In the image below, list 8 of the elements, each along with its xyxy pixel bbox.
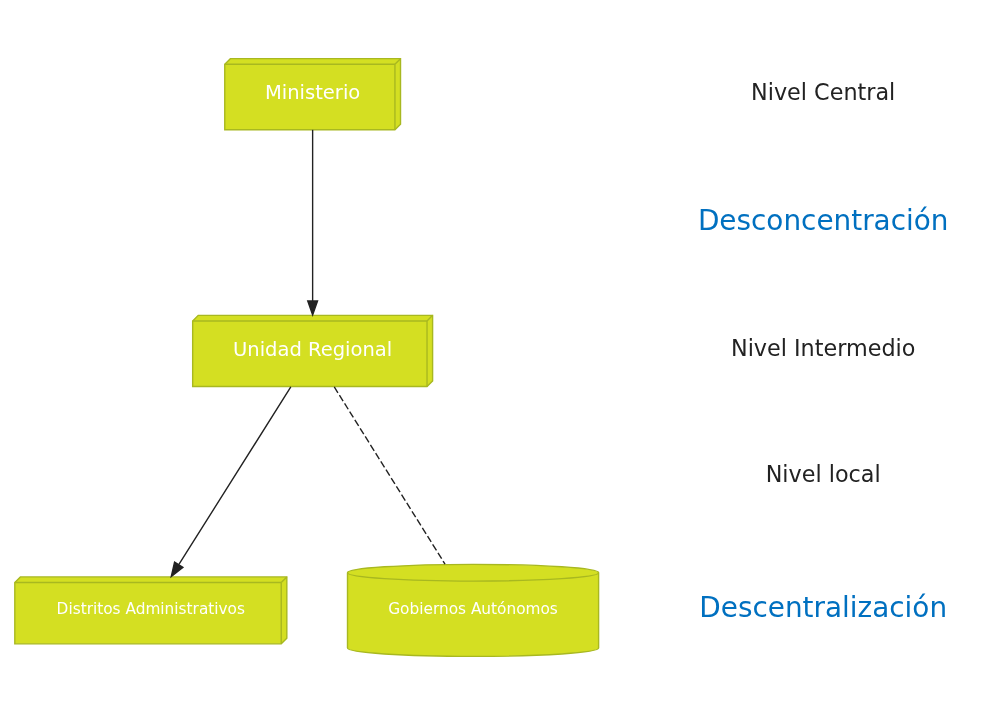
- connector: [333, 385, 446, 565]
- label: Descentralización: [698, 590, 947, 624]
- arrow: [306, 128, 318, 317]
- label: Desconcentración: [697, 203, 948, 237]
- label: Nivel local: [765, 460, 881, 487]
- arrow: [169, 385, 291, 578]
- label: Nivel Intermedio: [730, 334, 915, 361]
- label: Nivel Central: [750, 78, 895, 105]
